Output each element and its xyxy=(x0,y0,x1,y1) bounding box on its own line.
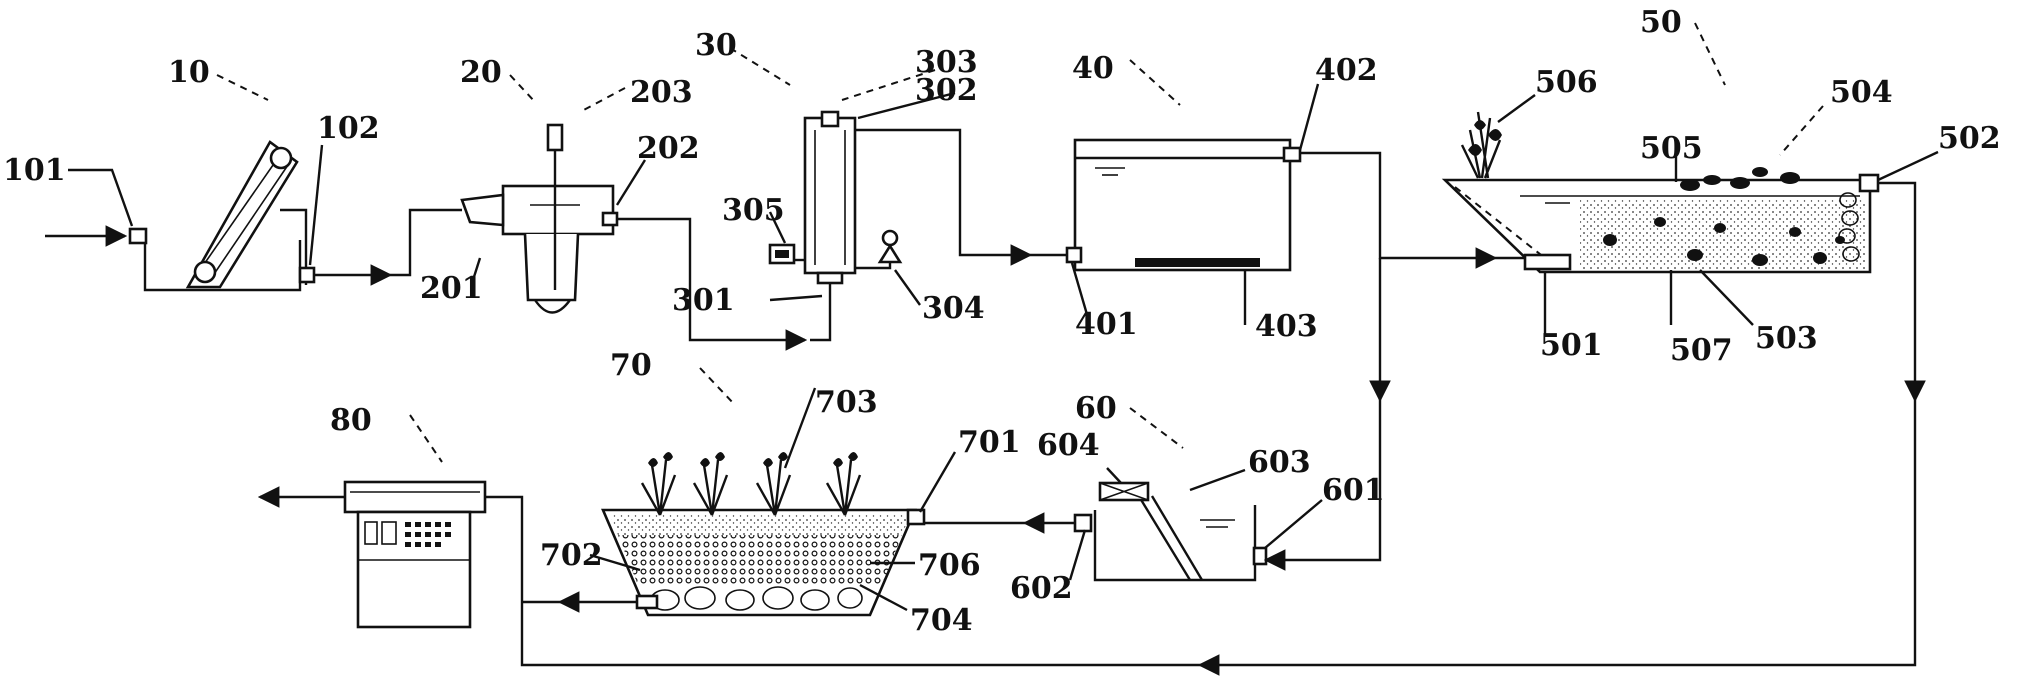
label-403: 403 xyxy=(1255,309,1318,344)
label-501: 501 xyxy=(1540,328,1603,363)
label-60: 60 xyxy=(1075,391,1117,426)
label-202: 202 xyxy=(637,131,700,166)
label-70: 70 xyxy=(610,348,652,383)
label-201: 201 xyxy=(420,271,483,306)
label-505: 505 xyxy=(1640,131,1703,166)
label-10: 10 xyxy=(168,55,210,90)
label-203: 203 xyxy=(630,75,693,110)
reference-numerals: 10 101 102 20 201 202 203 30 301 302 303… xyxy=(3,5,2001,638)
wetland-plants xyxy=(640,452,862,516)
label-20: 20 xyxy=(460,55,502,90)
unit-10-screen xyxy=(45,140,316,292)
label-40: 40 xyxy=(1072,51,1114,86)
label-706: 706 xyxy=(918,548,981,583)
inlet-101 xyxy=(128,227,148,245)
unit-50-wetland-pond xyxy=(1441,111,1880,274)
label-604: 604 xyxy=(1037,428,1100,463)
label-101: 101 xyxy=(3,153,66,188)
flow-pipes xyxy=(257,128,1926,676)
label-80: 80 xyxy=(330,403,372,438)
label-401: 401 xyxy=(1075,307,1138,342)
unit-80-control-cabinet xyxy=(343,480,487,629)
label-503: 503 xyxy=(1755,321,1818,356)
label-602: 602 xyxy=(1010,571,1073,606)
unit-40-sedimentation-tank xyxy=(1065,138,1302,272)
unit-30-reactor-column xyxy=(768,110,903,296)
label-301: 301 xyxy=(672,283,735,318)
label-601: 601 xyxy=(1322,473,1385,508)
label-303: 303 xyxy=(915,45,978,80)
unit-60-settling-basin xyxy=(1073,481,1268,582)
label-102: 102 xyxy=(317,111,380,146)
label-402: 402 xyxy=(1315,53,1378,88)
unit-20-mixing-tank xyxy=(460,123,619,314)
leader-lines xyxy=(68,22,1939,612)
outlet-102 xyxy=(298,266,316,284)
label-30: 30 xyxy=(695,28,737,63)
label-603: 603 xyxy=(1248,445,1311,480)
label-504: 504 xyxy=(1830,75,1893,110)
label-305: 305 xyxy=(722,193,785,228)
label-502: 502 xyxy=(1938,121,2001,156)
unit-70-planted-filter-bed xyxy=(601,452,926,617)
label-703: 703 xyxy=(815,385,878,420)
label-704: 704 xyxy=(910,603,973,638)
label-701: 701 xyxy=(958,425,1021,460)
label-507: 507 xyxy=(1670,333,1733,368)
label-702: 702 xyxy=(540,538,603,573)
label-506: 506 xyxy=(1535,65,1598,100)
label-50: 50 xyxy=(1640,5,1682,40)
label-302: 302 xyxy=(915,73,978,108)
label-304: 304 xyxy=(922,291,985,326)
